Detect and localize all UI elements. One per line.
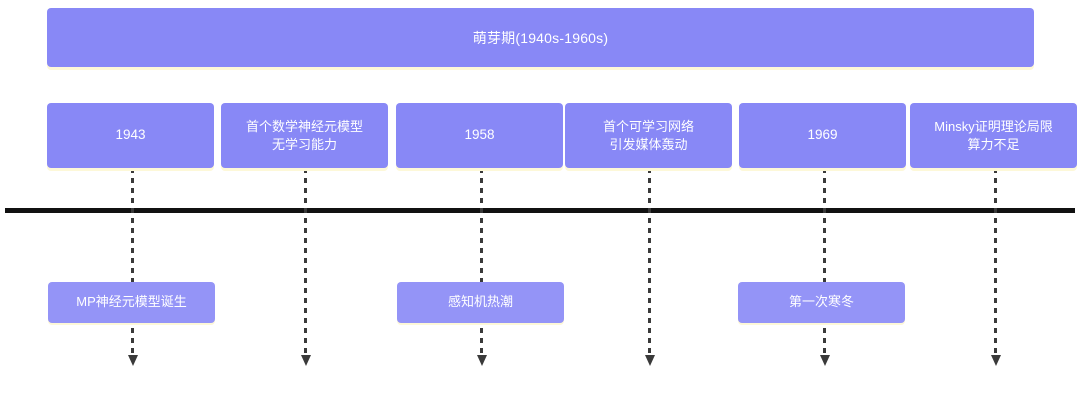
timeline-outcome-label: 第一次寒冬 (788, 294, 854, 310)
timeline-event-box[interactable]: 首个数学神经元模型 无学习能力 (221, 103, 388, 168)
down-arrow-icon (477, 355, 487, 366)
down-arrow-icon (128, 355, 138, 366)
down-arrow-icon (301, 355, 311, 366)
timeline-event-label: 首个可学习网络 引发媒体轰动 (602, 118, 694, 152)
timeline-outcome-label: MP神经元模型诞生 (76, 294, 187, 310)
down-arrow-icon (820, 355, 830, 366)
timeline-outcome-box[interactable]: MP神经元模型诞生 (48, 282, 215, 323)
timeline-connector-line (648, 168, 651, 358)
timeline-event-label: 1958 (464, 127, 495, 143)
timeline-outcome-box[interactable]: 第一次寒冬 (738, 282, 905, 323)
timeline-outcome-label: 感知机热潮 (447, 294, 513, 310)
timeline-event-box[interactable]: 1969 (739, 103, 906, 168)
timeline-outcome-box[interactable]: 感知机热潮 (397, 282, 564, 323)
timeline-event-label: Minsky证明理论局限 算力不足 (934, 118, 1053, 152)
down-arrow-icon (645, 355, 655, 366)
timeline-connector-line (823, 168, 826, 358)
timeline-event-label: 1969 (807, 127, 838, 143)
down-arrow-icon (991, 355, 1001, 366)
timeline-event-box[interactable]: 1943 (47, 103, 214, 168)
timeline-connector-line (304, 168, 307, 358)
timeline-event-box[interactable]: 1958 (396, 103, 563, 168)
timeline-connector-line (480, 168, 483, 358)
timeline-axis-line (5, 208, 1075, 213)
era-header-bar: 萌芽期(1940s-1960s) (47, 8, 1034, 67)
timeline-event-label: 1943 (115, 127, 146, 143)
timeline-event-box[interactable]: Minsky证明理论局限 算力不足 (910, 103, 1077, 168)
timeline-connector-line (131, 168, 134, 358)
timeline-event-label: 首个数学神经元模型 无学习能力 (245, 118, 363, 152)
timeline-connector-line (994, 168, 997, 358)
era-header-label: 萌芽期(1940s-1960s) (472, 29, 609, 46)
timeline-event-box[interactable]: 首个可学习网络 引发媒体轰动 (565, 103, 732, 168)
